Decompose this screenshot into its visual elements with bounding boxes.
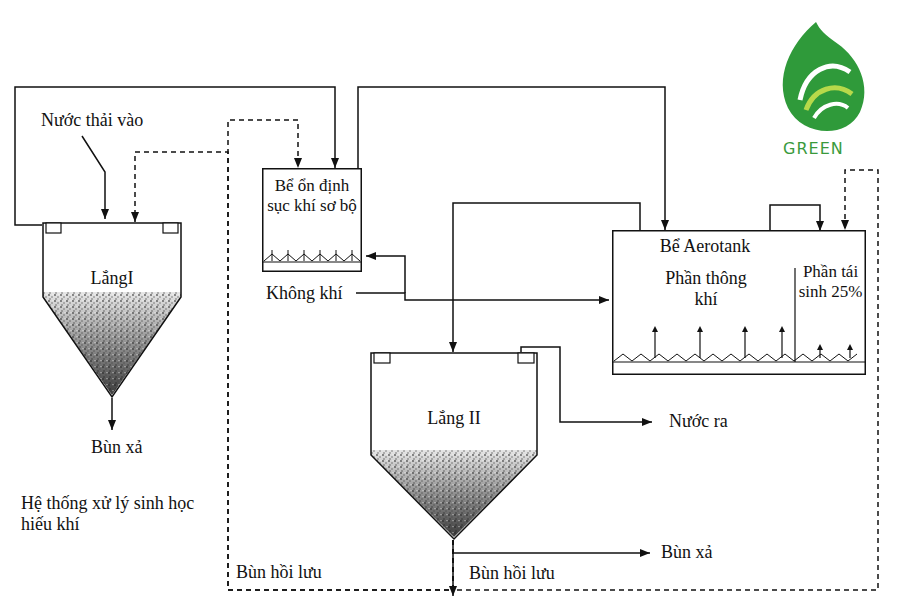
connector	[135, 152, 453, 590]
connector	[453, 203, 640, 352]
node-label: Bể ổn định sục khí sơ bộ	[264, 176, 360, 215]
pre-aeration-tank: Bể ổn định sục khí sơ bộ	[262, 168, 362, 272]
outflow-line	[521, 347, 652, 422]
node-label: Phần thông khí	[663, 268, 749, 309]
connector	[228, 120, 453, 590]
flow-label: Bùn xả	[660, 542, 714, 563]
caption-note: Hệ thống xử lý sinh học hiếu khí	[20, 493, 217, 534]
air-line	[366, 256, 405, 293]
flow-label: Bùn xả	[90, 437, 144, 458]
settling-tank: Lắng II	[370, 352, 538, 540]
sludge-outlet	[453, 552, 650, 554]
node-outline	[370, 352, 538, 540]
flow-label: Bùn hồi lưu	[468, 563, 556, 584]
logo-mark	[783, 22, 865, 131]
node-outline	[42, 222, 182, 398]
connector	[358, 87, 665, 230]
pipe-lines	[82, 136, 652, 596]
node-label: LắngI	[72, 268, 152, 289]
flow-label: Không khí	[265, 283, 344, 304]
flow-label: Bùn hồi lưu	[235, 562, 323, 583]
connector	[770, 205, 820, 231]
node-label: Bể Aerotank	[650, 236, 760, 257]
regeneration-zone: Phần tái sinh 25%	[796, 231, 865, 361]
air-line	[356, 293, 609, 300]
flow-label: Nước thải vào	[40, 110, 144, 131]
node-label: Lắng II	[414, 408, 494, 429]
connector	[453, 170, 878, 590]
inflow-leader	[82, 136, 105, 219]
sludge-outlet	[111, 398, 113, 430]
watermark: GREEN	[782, 140, 845, 158]
flow-label: Nước ra	[668, 411, 729, 432]
node-label: Phần tái sinh 25%	[797, 262, 864, 301]
aerotank: Bể AerotankPhần thông khí Phần tái sinh 2…	[612, 230, 866, 375]
settling-tank: LắngI	[42, 222, 182, 398]
